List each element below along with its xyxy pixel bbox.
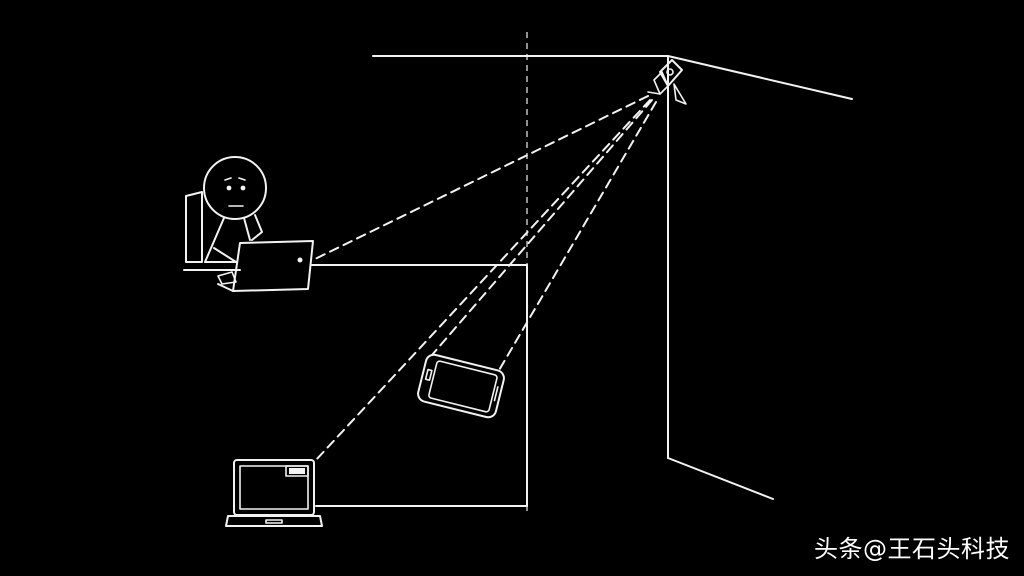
watermark-brand: 头条 — [814, 535, 863, 563]
floor-right-slope — [667, 457, 774, 500]
laptop-in-use-icon — [217, 240, 314, 292]
sight-line-to-laptop — [312, 95, 649, 261]
chair — [183, 191, 241, 271]
ceiling-right-slope — [667, 55, 853, 100]
person-at-desk — [183, 156, 267, 285]
room-walls — [372, 55, 853, 500]
watermark: 头条@王石头科技 — [814, 529, 1010, 564]
person-head — [203, 156, 267, 220]
person-body — [204, 214, 263, 285]
desk-laptop-icon — [225, 459, 323, 527]
camera-sight-lines — [312, 95, 657, 461]
security-camera-icon — [647, 59, 687, 105]
watermark-handle: @王石头科技 — [863, 535, 1010, 563]
sight-line-to-phone-lower — [497, 101, 657, 373]
sight-line-to-desk-laptop — [315, 99, 651, 461]
person-face — [224, 177, 246, 207]
desk — [311, 264, 528, 507]
smartphone-icon — [417, 353, 505, 419]
sight-line-to-phone-upper — [431, 99, 653, 356]
